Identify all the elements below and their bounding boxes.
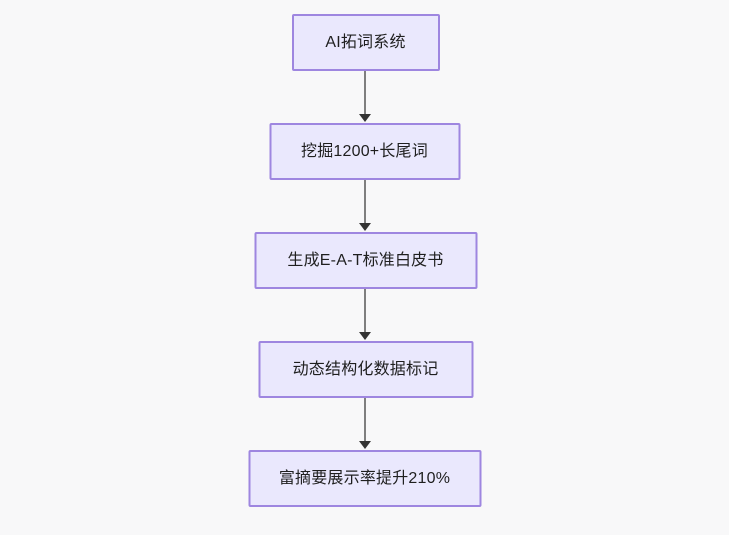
arrow-down-icon (358, 441, 371, 449)
flowchart-node-label: 挖掘1200+长尾词 (301, 142, 428, 160)
flowchart-edge-2 (363, 289, 366, 333)
flowchart-node-label: 富摘要展示率提升210% (278, 469, 451, 487)
flowchart-node-4[interactable]: 富摘要展示率提升210% (248, 450, 481, 507)
flowchart-edge-0 (363, 71, 366, 115)
arrow-down-icon (358, 114, 371, 122)
flowchart-node-1[interactable]: 挖掘1200+长尾词 (269, 123, 460, 180)
flowchart-node-0[interactable]: AI拓词系统 (291, 14, 440, 71)
arrow-down-icon (358, 223, 371, 231)
flowchart-node-2[interactable]: 生成E-A-T标准白皮书 (254, 232, 477, 289)
flowchart-node-label: 动态结构化数据标记 (292, 360, 439, 378)
flowchart-edge-3 (363, 398, 366, 442)
arrow-down-icon (358, 332, 371, 340)
flowchart-edge-1 (363, 180, 366, 224)
flowchart-node-3[interactable]: 动态结构化数据标记 (258, 341, 473, 398)
flowchart-node-label: AI拓词系统 (325, 33, 406, 51)
flowchart-node-label: 生成E-A-T标准白皮书 (287, 251, 444, 269)
